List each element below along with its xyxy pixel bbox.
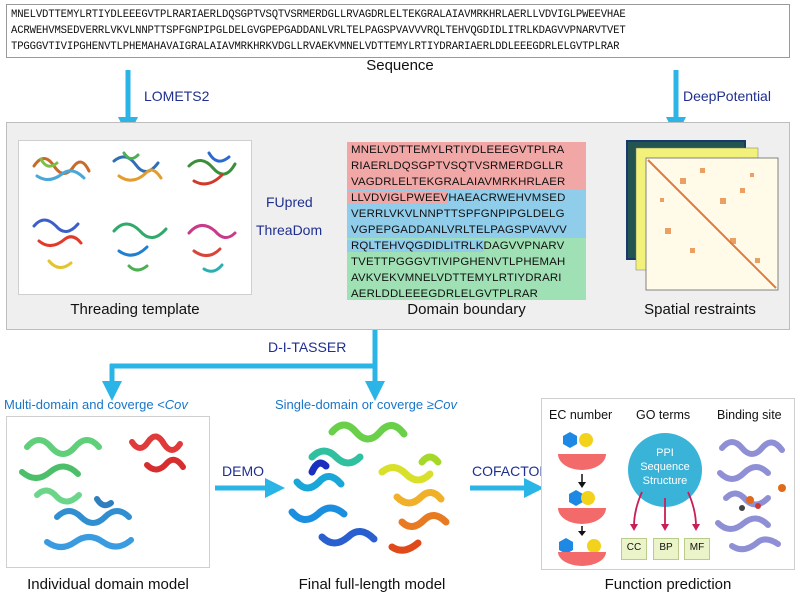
binding-site-title: Binding site	[717, 408, 782, 422]
domain-line: AVKVEKVMNELVDTTEMYLRTIYDRARI	[347, 270, 586, 286]
contact-map-stack	[626, 140, 779, 291]
full-length-structure-icon	[288, 421, 450, 554]
threading-caption: Threading template	[70, 301, 200, 318]
final-caption: Final full-length model	[298, 576, 446, 593]
domain-line: RIAERLDQSGPTVSQTVSRMERDGLLR	[347, 158, 586, 174]
label-lomets: LOMETS2	[144, 88, 210, 104]
domain-line: AERLDDLEEEGDRLELGVTPLRAR	[347, 286, 586, 300]
domain-line: TVETTPGGGVTIVIPGHENVTLPHEMAH	[347, 254, 586, 270]
protein-templates-icon	[32, 151, 237, 273]
binding-site-structure-icon	[715, 439, 786, 553]
sequence-line: ACRWEHVMSEDVERRLVKVLNNPTTSPFGNPIPGLDELGV…	[11, 25, 626, 37]
label-threadom: ThreaDom	[256, 222, 323, 238]
domain-line: RQLTEHVQGDIDLITRLKDAGVVPNARV	[347, 238, 586, 254]
label-deeppotential: DeepPotential	[683, 88, 771, 104]
go-tag-bp: BP	[653, 538, 679, 560]
multi-domain-label: Multi-domain and coverge <Cov	[4, 397, 188, 412]
individual-domain-image	[6, 416, 210, 568]
single-domain-label: Single-domain or coverge ≥Cov	[275, 397, 458, 412]
go-terms-title: GO terms	[636, 408, 691, 422]
spatial-caption: Spatial restraints	[644, 301, 756, 318]
domain-structures-icon	[19, 433, 186, 550]
go-circle-text: PPI Sequence Structure	[623, 446, 707, 488]
sequence-line: TPGGGVTIVIPGHENVTLPHEMAHAVAIGRALAIAVMRKH…	[11, 41, 620, 53]
domain-line: VGPEPGADDANLVRLTELPAGSPVAVVV	[347, 222, 586, 238]
go-tag-mf: MF	[684, 538, 710, 560]
ec-number-title: EC number	[549, 408, 613, 422]
sequence-box: MNELVDTTEMYLRTIYDLEEEGVTPLRARIAERLDQSGPT…	[6, 4, 790, 58]
label-cofactor: COFACTOR	[472, 463, 550, 479]
domain-boundary-box: MNELVDTTEMYLRTIYDLEEEGVTPLRA RIAERLDQSGP…	[347, 142, 586, 300]
go-arrows-icon	[630, 491, 700, 531]
enzyme-reaction-icon	[558, 432, 606, 566]
domain-line: VERRLVKVLNNPTTSPFGNPIPGLDELG	[347, 206, 586, 222]
domain-line: LLVDVIGLPWEEVHAEACRWEHVMSED	[347, 190, 586, 206]
domain-caption: Domain boundary	[407, 301, 526, 318]
go-tag-cc: CC	[621, 538, 647, 560]
go-circle-line: PPI	[656, 447, 674, 459]
domain-line: MNELVDTTEMYLRTIYDLEEEGVTPLRA	[347, 142, 586, 158]
function-caption: Function prediction	[604, 576, 732, 593]
go-circle-icon	[628, 433, 702, 507]
label-ditasser: D-I-TASSER	[268, 339, 347, 355]
domain-line: VAGDRLELTEKGRALAIAVMRKHRLAER	[347, 174, 586, 190]
go-circle-line: Structure	[642, 475, 688, 487]
sequence-line: MNELVDTTEMYLRTIYDLEEEGVTPLRARIAERLDQSGPT…	[11, 9, 626, 21]
sequence-caption: Sequence	[366, 57, 434, 74]
threading-template-image	[18, 140, 252, 295]
label-fupred: FUpred	[266, 194, 313, 210]
individual-caption: Individual domain model	[27, 576, 189, 593]
label-demo: DEMO	[222, 463, 264, 479]
go-circle-line: Sequence	[640, 461, 690, 473]
